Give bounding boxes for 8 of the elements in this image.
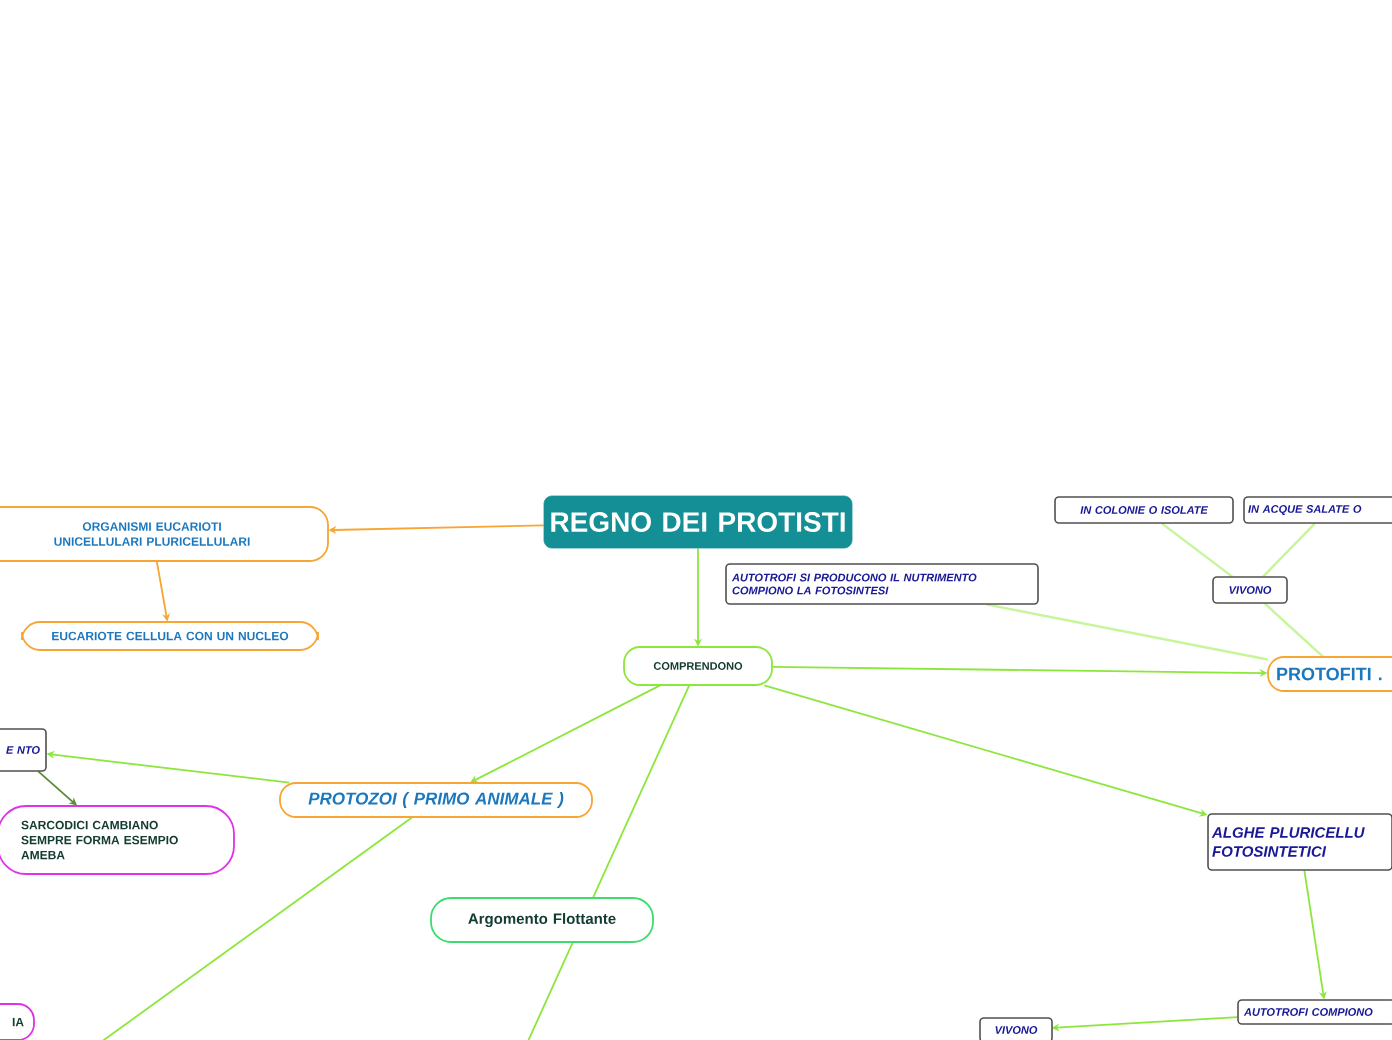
connector-line [1262,522,1316,578]
topic-box: PROTOZOI ( PRIMO ANIMALE ) [279,782,593,818]
topic-box: PROTOFITI . [1267,656,1392,692]
title-box: REGNO DEI PROTISTI [543,495,853,549]
connector-line [1263,602,1324,658]
connector-line [1161,522,1233,578]
arrow [470,684,661,783]
connector-line [985,603,1268,661]
